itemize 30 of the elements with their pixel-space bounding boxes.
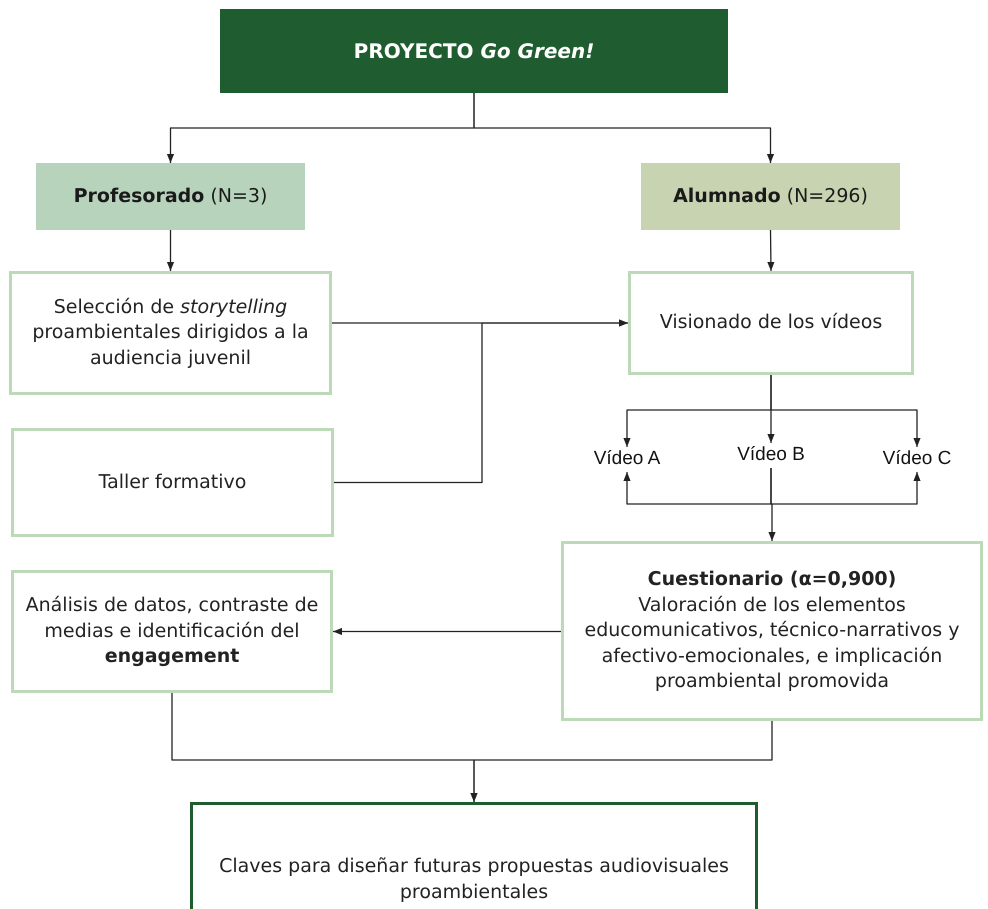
box-text: Alumnado (N=296) (673, 184, 868, 210)
box-text: PROYECTO Go Green! (354, 38, 594, 65)
arrow (473, 93, 774, 163)
box-text: Análisis de datos, contraste de medias e identificación del engagement (24, 593, 320, 670)
video-label: Vídeo A (594, 447, 660, 472)
box-text: Visionado de los vídeos (660, 310, 882, 336)
process-box (11, 428, 334, 537)
box-heading: Cuestionario (α=0,900) (648, 566, 896, 592)
group-box (36, 163, 305, 230)
box-text: Profesorado (N=3) (74, 184, 268, 210)
process-box (628, 271, 914, 375)
arrow (166, 230, 174, 271)
result-box (190, 802, 758, 909)
arrow (767, 230, 774, 271)
video-label: Vídeo C (882, 447, 952, 472)
box-text: Taller formativo (98, 470, 246, 495)
process-box (561, 541, 983, 721)
video-label: Vídeo B (737, 443, 805, 468)
box-text: Claves para diseñar futuras propuestas audiovisuales proambientales (218, 854, 730, 905)
arrow (470, 721, 773, 802)
group-box (641, 163, 900, 230)
process-box (9, 271, 332, 395)
process-box (11, 570, 333, 693)
arrow (334, 319, 628, 484)
title-box (220, 9, 728, 93)
arrow (333, 628, 561, 636)
box-text: Valoración de los elementos educomunicativos, técnico-narrativos y afectivo-emocionales, e implicación proambiental promovida (584, 592, 960, 694)
arrow (768, 468, 776, 541)
arrow (770, 375, 921, 447)
box-text: Selección de storytelling proambientales dirigidos a la audiencia juvenil (31, 294, 310, 371)
